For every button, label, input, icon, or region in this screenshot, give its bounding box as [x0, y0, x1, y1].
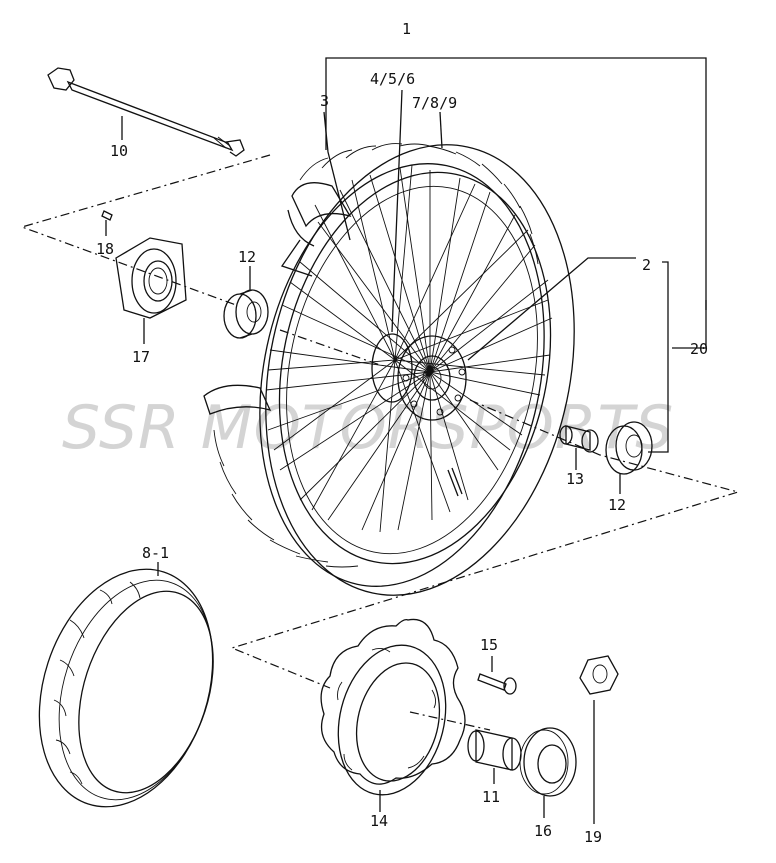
callout-20: 20 — [690, 340, 708, 358]
callout-15: 15 — [480, 636, 498, 654]
tyre-part — [38, 568, 214, 808]
disc-centerline — [409, 711, 491, 731]
bearing-right-part — [605, 421, 653, 475]
wheel-assembly — [203, 143, 575, 596]
collar-part — [467, 729, 522, 771]
axle-centerline — [20, 154, 381, 366]
callout-12-left: 12 — [238, 248, 256, 266]
watermark-text: SSR MOTORSPORTS — [62, 393, 674, 463]
callout-4-5-6: 4/5/6 — [370, 70, 415, 88]
hub-spacer-part — [115, 237, 187, 319]
spokes — [265, 164, 553, 533]
callout-16: 16 — [534, 822, 552, 840]
callout-13: 13 — [566, 470, 584, 488]
spacer-part — [559, 425, 599, 453]
brake-disc-part — [320, 618, 466, 796]
callout-10: 10 — [110, 142, 128, 160]
callout-14: 14 — [370, 812, 388, 830]
axle-part — [47, 67, 245, 157]
callout-3: 3 — [320, 92, 329, 110]
callout-8-1: 8-1 — [142, 544, 169, 562]
callout-18: 18 — [96, 240, 114, 258]
bearing-left-part — [223, 289, 269, 339]
callout-7-8-9: 7/8/9 — [412, 94, 457, 112]
callout-2: 2 — [642, 256, 651, 274]
callout-12-right: 12 — [608, 496, 626, 514]
disc-bolt-part — [477, 673, 517, 695]
axle-nut-part — [579, 655, 619, 695]
oil-seal-part — [519, 727, 577, 797]
callout-1: 1 — [402, 20, 411, 38]
callout-11: 11 — [482, 788, 500, 806]
leader-lines — [105, 57, 707, 824]
callout-17: 17 — [132, 348, 150, 366]
small-bolt-part — [101, 210, 113, 221]
callout-19: 19 — [584, 828, 602, 846]
